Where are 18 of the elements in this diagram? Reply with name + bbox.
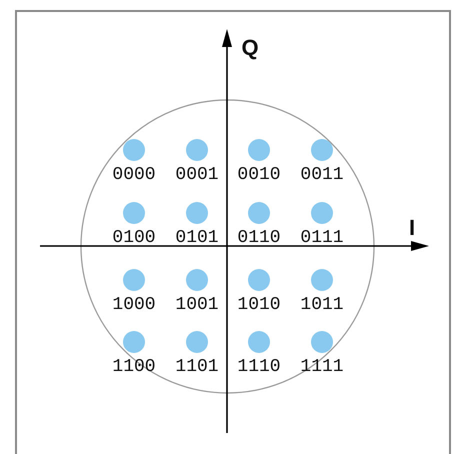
bit-pattern-label: 0110 [237,229,281,247]
bit-pattern-label: 0100 [112,229,156,247]
axis-label: I [408,217,416,239]
bit-pattern-label: 0111 [300,229,344,247]
bit-pattern-label: 0000 [112,166,156,184]
bit-pattern-label: 1010 [237,296,281,314]
axis-label: Q [241,37,259,59]
bit-pattern-label: 0101 [175,229,219,247]
bit-pattern-label: 0011 [300,166,344,184]
bit-pattern-label: 1101 [175,358,219,376]
bit-pattern-label: 1100 [112,358,156,376]
bit-pattern-label: 1110 [237,358,281,376]
bit-pattern-label: 0001 [175,166,219,184]
bit-pattern-label: 1000 [112,296,156,314]
bit-pattern-label: 1011 [300,296,344,314]
bit-pattern-label: 0010 [237,166,281,184]
bit-pattern-label: 1001 [175,296,219,314]
bit-pattern-label: 1111 [300,358,344,376]
